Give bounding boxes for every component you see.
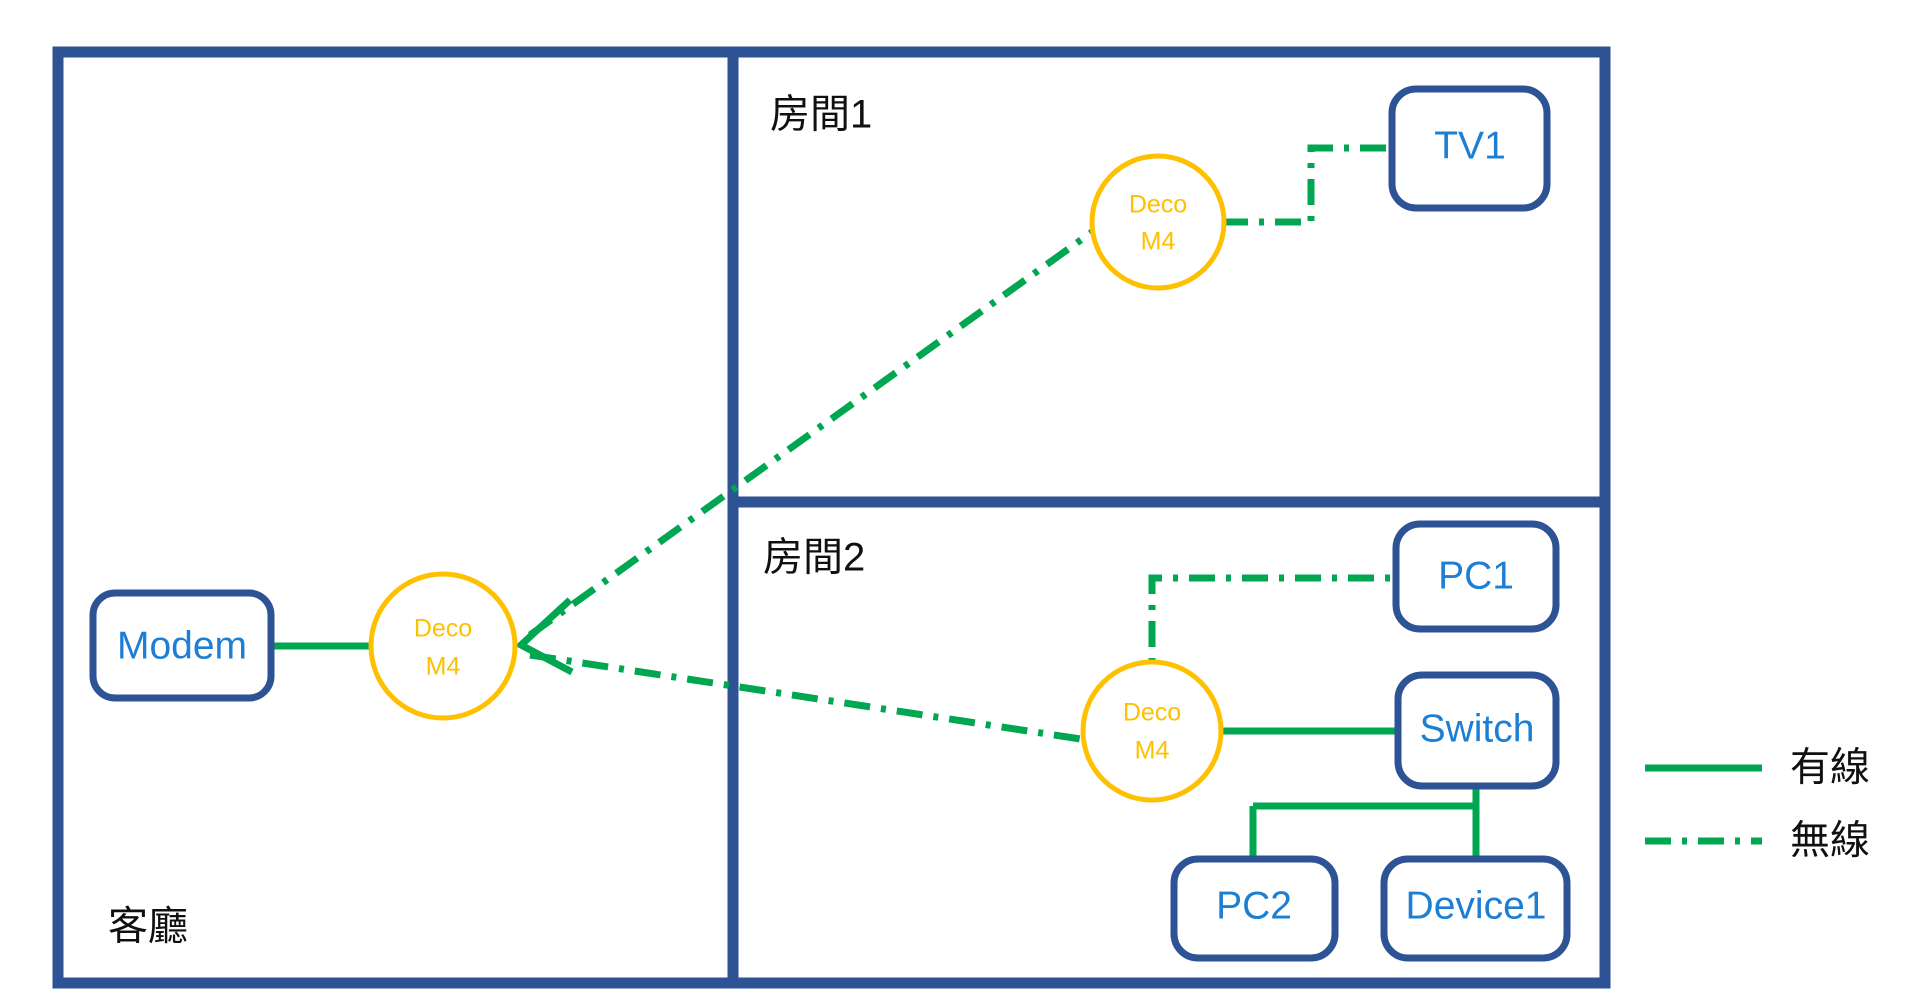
wireless-arrowhead-deco-lr	[514, 597, 574, 676]
room-label-room-1: 房間1	[770, 93, 872, 137]
legend-label-wired: 有線	[1790, 746, 1870, 790]
switch-label: Switch	[1420, 707, 1535, 750]
legend-item-wired: 有線	[1645, 746, 1870, 790]
deco-m4-room-2-label-line1: Deco	[1123, 699, 1181, 727]
node-deco-m4-living-room[interactable]: Deco M4	[368, 571, 518, 721]
deco-m4-room-1-circle[interactable]	[1089, 153, 1227, 291]
deco-m4-room-2-circle[interactable]	[1080, 659, 1224, 803]
node-deco-m4-room-2[interactable]: Deco M4	[1080, 659, 1224, 803]
device1-label: Device1	[1406, 884, 1547, 927]
link-deco-lr-to-deco-r2	[529, 651, 1088, 744]
legend-label-wireless: 無線	[1790, 819, 1870, 863]
legend-item-wireless: 無線	[1645, 819, 1870, 863]
house-outline	[52, 46, 1611, 989]
tv1-box[interactable]	[1388, 85, 1551, 212]
switch-box[interactable]	[1394, 671, 1560, 790]
house-walls	[52, 46, 1611, 989]
node-pc2[interactable]: PC2	[1170, 855, 1339, 962]
deco-m4-living-room-label-line2: M4	[426, 653, 461, 681]
modem-label: Modem	[117, 624, 247, 667]
tv1-label: TV1	[1434, 124, 1506, 167]
legend: 有線 無線	[1645, 746, 1870, 863]
deco-m4-room-2-label-line2: M4	[1135, 737, 1170, 765]
deco-m4-room-1-label-line1: Deco	[1129, 191, 1187, 219]
room-label-room-2: 房間2	[763, 536, 865, 580]
room-label-living-room: 客廳	[108, 905, 188, 949]
link-deco-lr-to-deco-r1	[527, 229, 1095, 638]
node-tv1[interactable]: TV1	[1388, 85, 1551, 212]
device1-box[interactable]	[1380, 855, 1571, 962]
modem-box[interactable]	[89, 589, 275, 702]
node-device1[interactable]: Device1	[1380, 855, 1571, 962]
pc2-box[interactable]	[1170, 855, 1339, 962]
deco-m4-living-room-label-line1: Deco	[414, 615, 472, 643]
node-deco-m4-room-1[interactable]: Deco M4	[1089, 153, 1227, 291]
deco-m4-living-room-circle[interactable]	[368, 571, 518, 721]
pc2-label: PC2	[1216, 884, 1292, 927]
link-deco-r2-to-pc1	[1148, 574, 1393, 700]
node-modem[interactable]: Modem	[89, 589, 275, 702]
deco-m4-room-1-label-line2: M4	[1141, 228, 1176, 256]
link-deco-r1-to-tv1	[1222, 144, 1392, 226]
pc1-label: PC1	[1438, 554, 1514, 597]
node-switch[interactable]: Switch	[1394, 671, 1560, 790]
node-pc1[interactable]: PC1	[1392, 520, 1560, 633]
pc1-box[interactable]	[1392, 520, 1560, 633]
